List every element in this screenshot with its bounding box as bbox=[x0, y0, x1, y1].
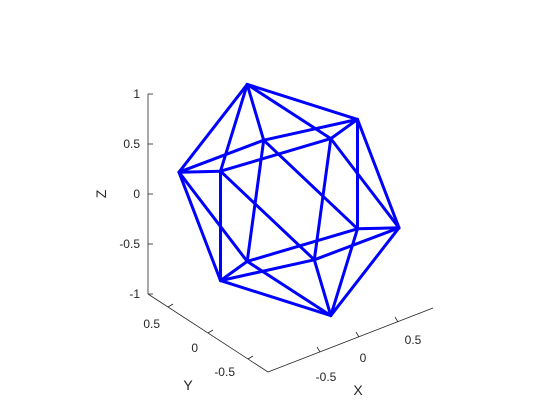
x-tick-label: 0.5 bbox=[405, 333, 422, 347]
z-tick-label: -0.5 bbox=[119, 237, 140, 251]
z-tick-label: 0.5 bbox=[123, 137, 140, 151]
wireframe-edge bbox=[329, 117, 359, 141]
x-axis-label: X bbox=[353, 382, 363, 398]
wireframe-edge bbox=[245, 82, 359, 121]
x-axis-line bbox=[267, 307, 434, 373]
wireframe-edge bbox=[177, 170, 249, 263]
wireframe-edge bbox=[312, 258, 333, 318]
y-tick-mark bbox=[247, 355, 254, 360]
wireframe-edge bbox=[262, 117, 359, 142]
z-axis-label: Z bbox=[93, 189, 109, 198]
x-tick-label: -0.5 bbox=[316, 370, 337, 384]
y-tick-label: 0 bbox=[191, 341, 198, 355]
y-tick-mark bbox=[207, 329, 214, 334]
wireframe-edge bbox=[245, 82, 266, 142]
wireframe-edge bbox=[356, 226, 401, 231]
wireframe-edge bbox=[177, 169, 222, 174]
wireframe-edge bbox=[329, 227, 359, 318]
wireframe-edge bbox=[177, 170, 222, 283]
wireframe-edge bbox=[245, 138, 266, 263]
wireframe-edge bbox=[177, 82, 249, 174]
y-tick-label: -0.5 bbox=[214, 365, 235, 379]
axes-layer: 1 0.5 0 -0.5 -1 Z 0.5 0 -0.5 Y -0.5 0 0.… bbox=[93, 87, 434, 398]
y-tick-label: 0.5 bbox=[143, 317, 160, 331]
wireframe-edges bbox=[177, 82, 401, 318]
z-tick-label: 0 bbox=[133, 187, 140, 201]
x-tick-mark bbox=[355, 331, 360, 338]
wireframe-edge bbox=[219, 82, 249, 173]
x-tick-mark bbox=[316, 346, 321, 353]
wireframe-edge bbox=[219, 279, 333, 318]
wireframe-edge bbox=[219, 169, 316, 262]
wireframe-edge bbox=[312, 226, 401, 262]
wireframe-edge bbox=[245, 227, 359, 263]
wireframe-edge bbox=[329, 226, 401, 318]
x-tick-mark bbox=[394, 316, 399, 323]
y-axis-label: Y bbox=[183, 377, 193, 393]
y-tick-mark bbox=[167, 303, 174, 308]
z-tick-label: 1 bbox=[133, 87, 140, 101]
z-tick-label: -1 bbox=[129, 287, 140, 301]
wireframe-edge bbox=[219, 259, 249, 283]
wireframe-edge bbox=[262, 138, 359, 231]
wireframe-edge bbox=[356, 117, 401, 230]
wireframe-edge bbox=[219, 137, 333, 173]
x-tick-label: 0 bbox=[360, 351, 367, 365]
wireframe-edge bbox=[177, 138, 266, 174]
wireframe-edge bbox=[219, 258, 316, 283]
wireframe-edge bbox=[329, 137, 401, 230]
